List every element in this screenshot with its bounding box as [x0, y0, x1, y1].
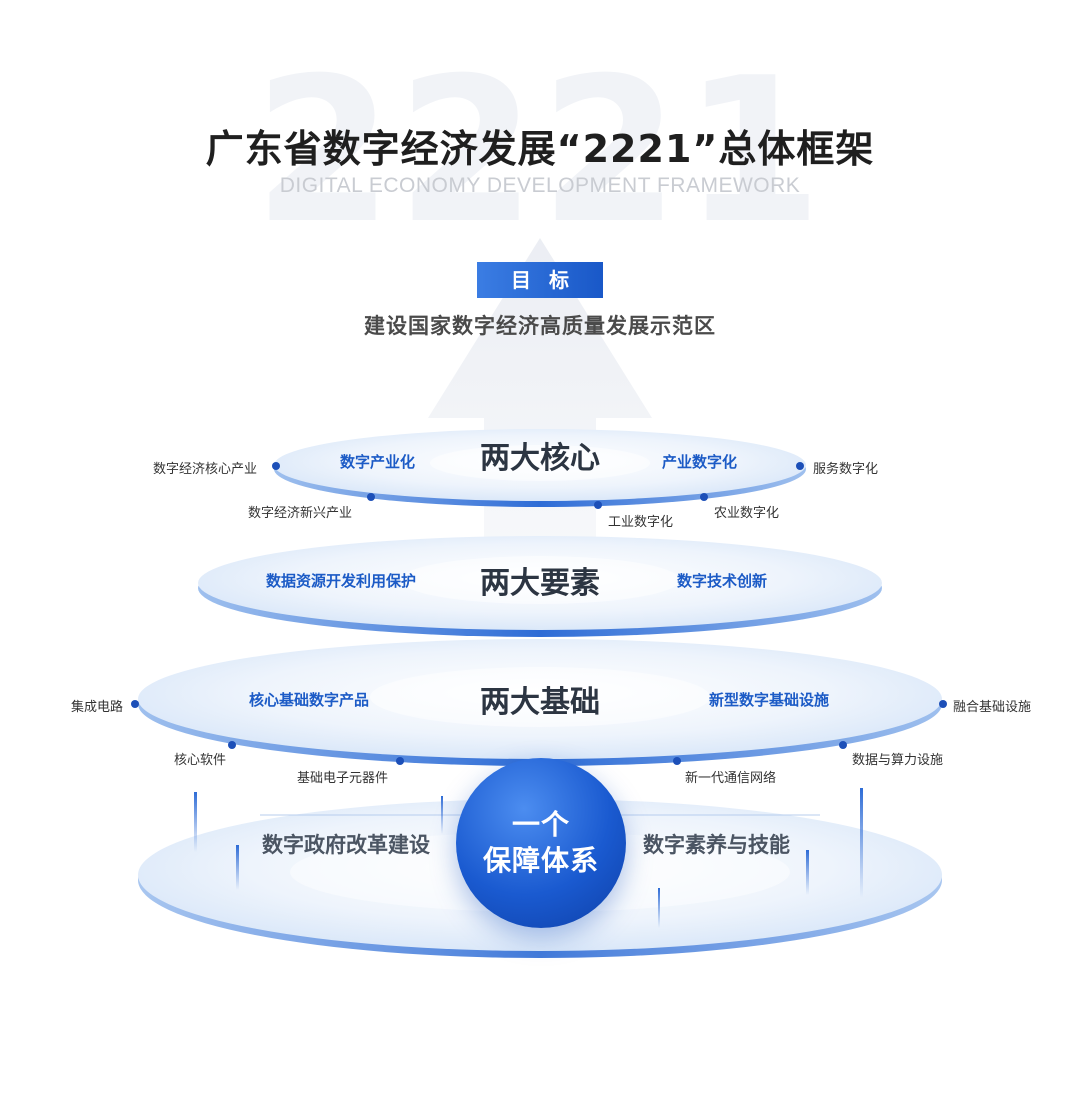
page-subtitle: DIGITAL ECONOMY DEVELOPMENT FRAMEWORK	[0, 174, 1080, 198]
elements-right-label: 数字技术创新	[677, 570, 767, 591]
guarantee-right-label: 数字素养与技能	[643, 829, 790, 859]
guarantee-center-line1: 一个	[512, 807, 570, 843]
core-annotation: 数字经济核心产业	[153, 458, 257, 477]
foundation-layer-title: 两大基础	[480, 677, 600, 721]
core-annotation: 农业数字化	[714, 502, 779, 521]
foundation-annotation: 集成电路	[71, 696, 123, 715]
core-left-label: 数字产业化	[340, 451, 415, 472]
core-annotation: 服务数字化	[813, 458, 878, 477]
goal-text: 建设国家数字经济高质量发展示范区	[0, 310, 1080, 340]
page-title: 广东省数字经济发展“2221”总体框架	[0, 118, 1080, 173]
core-right-label: 产业数字化	[662, 451, 737, 472]
foundation-annotation: 核心软件	[174, 749, 226, 768]
elements-left-label: 数据资源开发利用保护	[266, 570, 416, 591]
core-annotation: 工业数字化	[608, 511, 673, 530]
foundation-right-label: 新型数字基础设施	[709, 689, 829, 710]
foundation-annotation: 基础电子元器件	[297, 767, 388, 786]
elements-layer-title: 两大要素	[480, 558, 600, 602]
core-layer-title: 两大核心	[480, 433, 600, 477]
foundation-annotation: 融合基础设施	[953, 696, 1031, 715]
foundation-left-label: 核心基础数字产品	[249, 689, 369, 710]
goal-badge: 目标	[477, 262, 603, 298]
foundation-annotation: 数据与算力设施	[852, 749, 943, 768]
core-annotation: 数字经济新兴产业	[248, 502, 352, 521]
guarantee-center-circle: 一个 保障体系	[456, 758, 626, 928]
foundation-annotation: 新一代通信网络	[685, 767, 776, 786]
guarantee-center-line2: 保障体系	[483, 843, 599, 879]
guarantee-left-label: 数字政府改革建设	[262, 829, 430, 859]
